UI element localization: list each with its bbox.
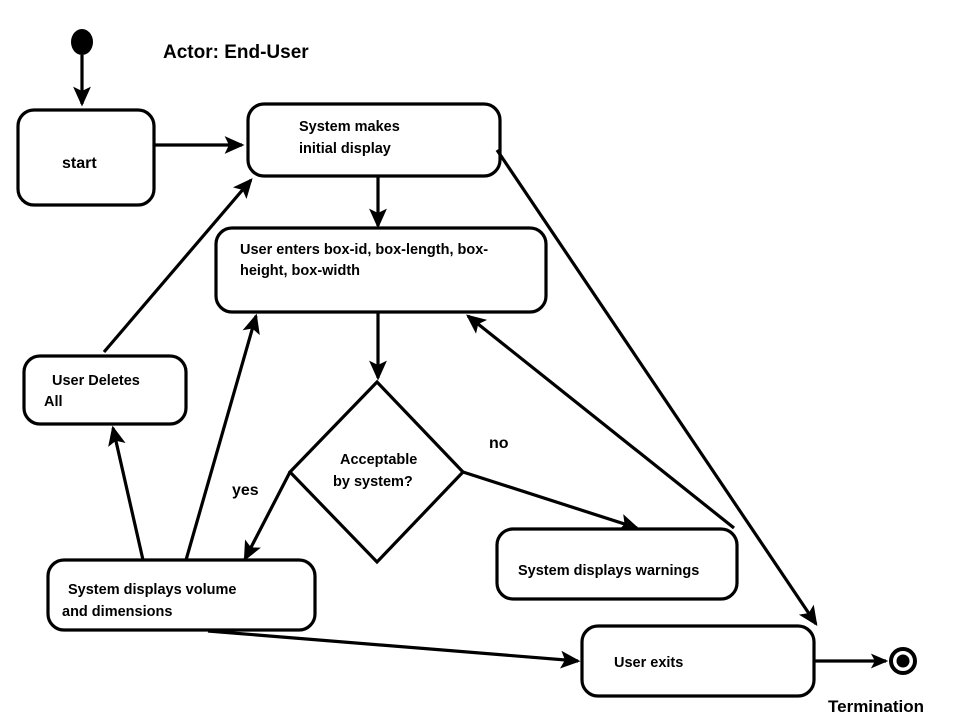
activity-start[interactable] (16, 108, 156, 207)
flow-decision-no-to-warnings (462, 470, 640, 532)
activity-enter-label-line2: height, box-width (240, 263, 360, 279)
actor-note: Actor: End-User (163, 42, 309, 63)
activity-display-label-line2: initial display (299, 141, 391, 157)
activity-start-label: start (62, 155, 97, 172)
activity-enter-label-line1: User enters box-id, box-length, box- (240, 242, 488, 258)
flow-volume-to-enter (184, 313, 260, 561)
activity-delete-label-line1: User Deletes (52, 373, 140, 389)
final-node-dot (896, 654, 910, 668)
initial-node (71, 29, 93, 55)
flow-volume-to-delete (108, 425, 145, 561)
flow-volume-to-exits (207, 629, 581, 669)
activity-user-enters[interactable] (214, 226, 548, 314)
activity-delete-label-line2: All (44, 394, 63, 410)
decision-label-line2: by system? (333, 474, 413, 490)
activity-display-label-line1: System makes (299, 119, 400, 135)
guard-label-no: no (489, 435, 509, 452)
final-node-ring (889, 647, 917, 675)
activity-warnings-label: System displays warnings (518, 563, 699, 579)
flow-warnings-to-enter (466, 314, 735, 530)
flow-decision-yes-to-volume (243, 471, 292, 562)
activity-volume-label-line2: and dimensions (62, 604, 172, 620)
activity-user-deletes-all[interactable] (22, 354, 188, 426)
decision-label-line1: Acceptable (340, 452, 417, 468)
activity-system-makes-initial-display[interactable] (246, 102, 502, 178)
activity-system-displays-volume[interactable] (46, 558, 317, 632)
flow-display-to-exits (495, 149, 818, 627)
activity-volume-label-line1: System displays volume (68, 582, 236, 598)
final-node-label: Termination (828, 697, 924, 716)
activity-system-displays-warnings[interactable] (495, 527, 739, 601)
activity-exits-label: User exits (614, 655, 683, 671)
flow-delete-to-display (102, 178, 253, 354)
guard-label-yes: yes (232, 482, 259, 499)
decision-acceptable-by-system[interactable] (287, 379, 466, 565)
